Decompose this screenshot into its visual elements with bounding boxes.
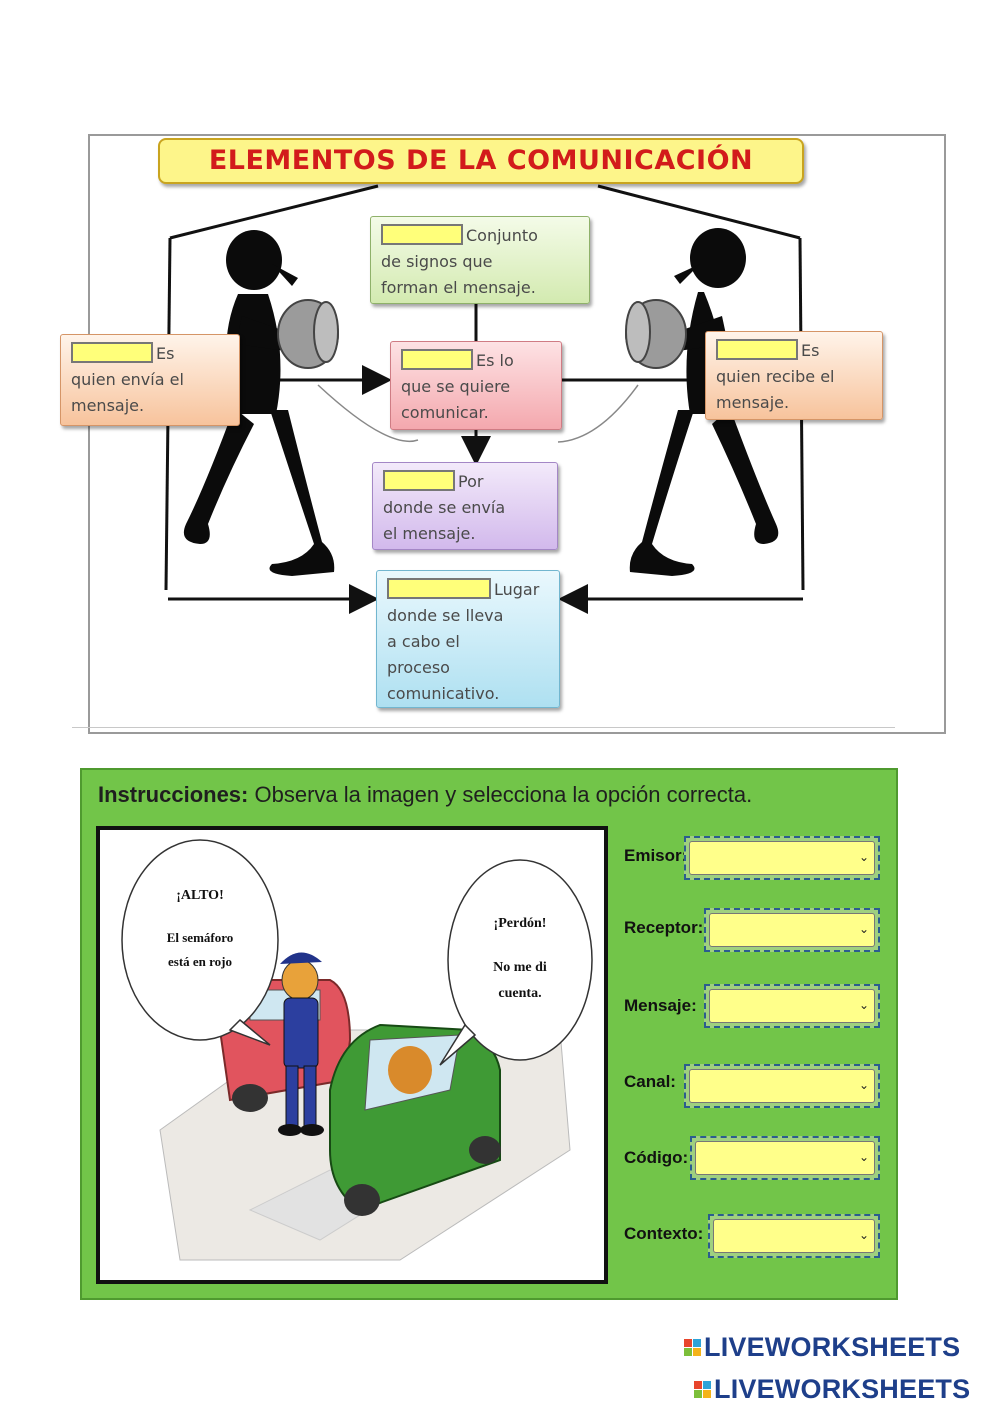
contexto-line-3: a cabo el bbox=[387, 632, 460, 651]
codigo-select[interactable] bbox=[695, 1141, 875, 1175]
liveworksheets-logo-icon bbox=[684, 1339, 701, 1356]
mensaje-line-1: Es lo bbox=[476, 351, 514, 370]
receptor-box: Es quien recibe el mensaje. bbox=[705, 331, 883, 420]
contexto-dropdown[interactable]: ⌄ bbox=[708, 1214, 880, 1258]
mensaje-line-2: que se quiere bbox=[401, 377, 511, 396]
emisor-line-1: Es bbox=[156, 344, 175, 363]
codigo-line-3: forman el mensaje. bbox=[381, 278, 536, 297]
traffic-scene-illustration: ¡ALTO! El semáforo está en rojo ¡Perdón!… bbox=[96, 826, 608, 1284]
contexto-line-1: Lugar bbox=[494, 580, 540, 599]
contexto-label: Contexto: bbox=[624, 1224, 704, 1243]
bubble-left-line-3: está en rojo bbox=[167, 954, 233, 969]
emisor-answer-blank[interactable] bbox=[71, 342, 153, 363]
instructions-label: Instrucciones: bbox=[98, 782, 249, 807]
liveworksheets-logo-icon bbox=[694, 1381, 711, 1398]
receptor-line-3: mensaje. bbox=[716, 393, 790, 412]
contexto-select[interactable] bbox=[713, 1219, 875, 1253]
contexto-answer-blank[interactable] bbox=[387, 578, 491, 599]
traffic-scene-drawing bbox=[121, 839, 593, 1261]
mensaje-answer-blank[interactable] bbox=[401, 349, 473, 370]
liveworksheets-logo-secondary: LIVEWORKSHEETS bbox=[694, 1374, 970, 1405]
bubble-right-line-3: cuenta. bbox=[498, 986, 542, 1001]
mensaje-line-3: comunicar. bbox=[401, 403, 489, 422]
contexto-line-5: comunicativo. bbox=[387, 684, 500, 703]
bubble-left-line-2: El semáforo bbox=[166, 930, 234, 945]
instructions: Instrucciones: Observa la imagen y selec… bbox=[98, 782, 752, 808]
codigo-answer-blank[interactable] bbox=[381, 224, 463, 245]
canal-label: Canal: bbox=[624, 1072, 676, 1091]
liveworksheets-wordmark-secondary: LIVEWORKSHEETS bbox=[714, 1374, 971, 1404]
mensaje-box: Es lo que se quiere comunicar. bbox=[390, 341, 562, 430]
listener-silhouette-icon bbox=[625, 228, 779, 576]
receptor-answer-blank[interactable] bbox=[716, 339, 798, 360]
receptor-line-1: Es bbox=[801, 341, 820, 360]
mensaje-label: Mensaje: bbox=[624, 996, 697, 1015]
mensaje-select[interactable] bbox=[709, 989, 875, 1023]
receptor-line-2: quien recibe el bbox=[716, 367, 835, 386]
liveworksheets-wordmark: LIVEWORKSHEETS bbox=[704, 1332, 961, 1362]
emisor-dropdown[interactable]: ⌄ bbox=[684, 836, 880, 880]
emisor-select[interactable] bbox=[689, 841, 875, 875]
activity-panel: Instrucciones: Observa la imagen y selec… bbox=[80, 768, 898, 1300]
codigo-dropdown[interactable]: ⌄ bbox=[690, 1136, 880, 1180]
codigo-label: Código: bbox=[624, 1148, 689, 1167]
contexto-line-2: donde se lleva bbox=[387, 606, 504, 625]
diagram-title: ELEMENTOS DE LA COMUNICACIÓN bbox=[158, 138, 804, 184]
bubble-right-line-2: No me di bbox=[493, 960, 547, 975]
codigo-box: Conjunto de signos que forman el mensaje… bbox=[370, 216, 590, 304]
codigo-line-1: Conjunto bbox=[466, 226, 538, 245]
canal-box: Por donde se envía el mensaje. bbox=[372, 462, 558, 550]
receptor-label: Receptor: bbox=[624, 918, 704, 937]
contexto-line-4: proceso bbox=[387, 658, 450, 677]
canal-line-2: donde se envía bbox=[383, 498, 506, 517]
liveworksheets-logo: LIVEWORKSHEETS bbox=[684, 1332, 960, 1363]
canal-answer-blank[interactable] bbox=[383, 470, 455, 491]
canal-line-3: el mensaje. bbox=[383, 524, 476, 543]
bubble-left-shout: ¡ALTO! bbox=[176, 888, 224, 903]
emisor-line-2: quien envía el bbox=[71, 370, 184, 389]
canal-select[interactable] bbox=[689, 1069, 875, 1103]
receptor-select[interactable] bbox=[709, 913, 875, 947]
canal-dropdown[interactable]: ⌄ bbox=[684, 1064, 880, 1108]
emisor-line-3: mensaje. bbox=[71, 396, 145, 415]
codigo-line-2: de signos que bbox=[381, 252, 493, 271]
canal-line-1: Por bbox=[458, 472, 484, 491]
bubble-right-shout: ¡Perdón! bbox=[493, 916, 547, 931]
instructions-text: Observa la imagen y selecciona la opción… bbox=[248, 782, 753, 807]
emisor-box: Es quien envía el mensaje. bbox=[60, 334, 240, 426]
receptor-dropdown[interactable]: ⌄ bbox=[704, 908, 880, 952]
emisor-label: Emisor: bbox=[624, 846, 688, 865]
contexto-box: Lugar donde se lleva a cabo el proceso c… bbox=[376, 570, 560, 708]
section-divider bbox=[72, 727, 895, 728]
mensaje-dropdown[interactable]: ⌄ bbox=[704, 984, 880, 1028]
diagram-connectors bbox=[164, 184, 805, 614]
communication-diagram: ELEMENTOS DE LA COMUNICACIÓN Conjunto de… bbox=[58, 120, 946, 734]
